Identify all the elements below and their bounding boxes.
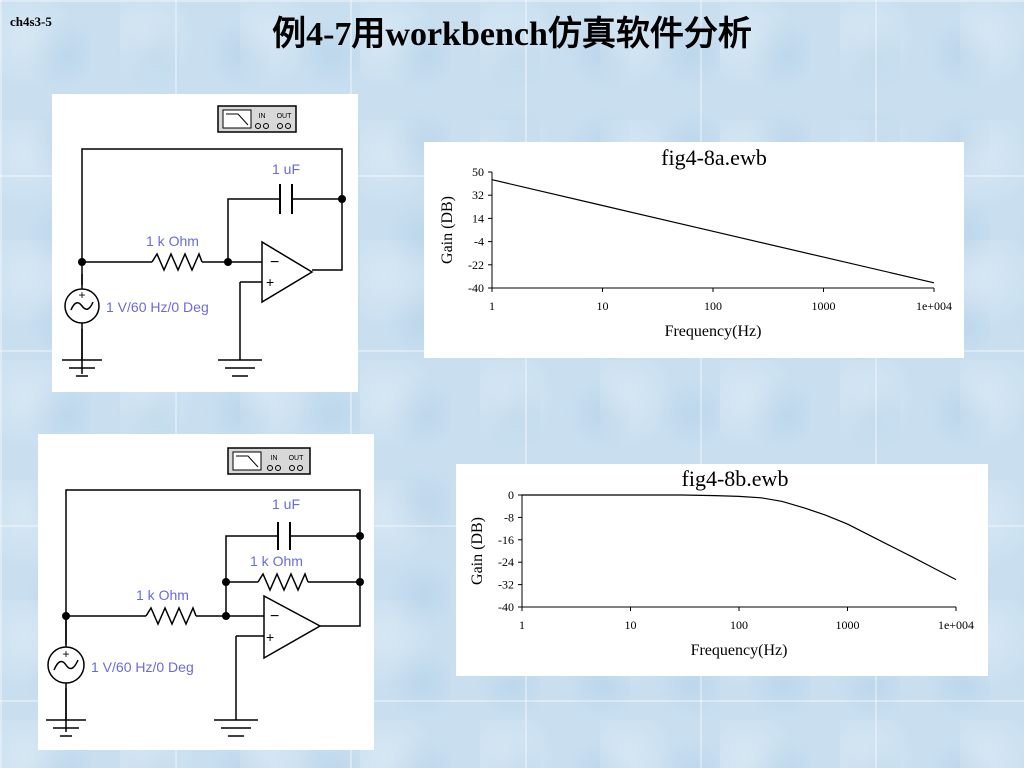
junction-b-1 <box>62 612 70 620</box>
opamp-a-plus: + <box>266 274 274 290</box>
source-b-plus: + <box>62 647 69 661</box>
chart-b-x-tick-label: 1 <box>519 618 525 632</box>
chart-b-y-tick-label: 0 <box>508 488 514 502</box>
circuit-b-schematic: + − + 1 uF 1 k Ohm 1 k Ohm 1 V/60 Hz/0 D… <box>44 447 364 737</box>
chart-a-y-tick-label: 14 <box>472 211 484 225</box>
opamp-b-minus: − <box>270 608 279 625</box>
chart-b-y-tick-label: -32 <box>498 578 514 592</box>
chart-b-x-tick-label: 1e+004 <box>938 618 974 632</box>
chart-a-y-tick-label: -22 <box>468 258 484 272</box>
source-a-plus: + <box>78 288 85 302</box>
slide-title: 例4-7用workbench仿真软件分析 <box>272 16 752 53</box>
chart-a-x-tick-label: 1e+004 <box>916 299 952 313</box>
bode-chart-a-panel: fig4-8a.ewb 50 32 14 -4 -22 -40 1 10 100 1000 1e+00… <box>424 142 964 358</box>
circuit-a-panel: + − + 1 uF 1 k Ohm 1 V/60 Hz/0 Deg IN OU… <box>52 94 358 392</box>
chart-b-y-tick-label: -40 <box>498 600 514 614</box>
bode-plotter-b-icon: IN OUT <box>227 447 311 475</box>
bode-plotter-a-icon: IN OUT <box>217 105 297 133</box>
junction-a-1 <box>78 258 86 266</box>
chart-a-x-tick-label: 1000 <box>812 299 836 313</box>
chart-a-x-tick-label: 100 <box>704 299 722 313</box>
circuit-b-panel: + − + 1 uF 1 k Ohm 1 k Ohm 1 V/60 Hz/0 D… <box>38 434 374 750</box>
chart-a-x-tick-label: 1 <box>489 299 495 313</box>
junction-b-4 <box>356 532 364 540</box>
junction-b-3 <box>222 578 230 586</box>
junction-a-2 <box>224 258 232 266</box>
chart-b-x-tick-label: 1000 <box>836 618 860 632</box>
chart-a-y-tick-label: -40 <box>468 281 484 295</box>
svg-text:OUT: OUT <box>277 113 293 120</box>
capacitor-b-label: 1 uF <box>272 496 300 512</box>
slide-id: ch4s3-5 <box>10 14 52 29</box>
capacitor-a-label: 1 uF <box>272 161 300 177</box>
junction-b-5 <box>356 578 364 586</box>
chart-a-y-axis-label: Gain (DB) <box>439 196 456 264</box>
chart-b-x-axis-label: Frequency(Hz) <box>691 642 788 659</box>
opamp-b-plus: + <box>266 629 274 645</box>
circuit-a-schematic: + − + 1 uF 1 k Ohm 1 V/60 Hz/0 Deg IN OU… <box>61 105 346 377</box>
chart-b-y-tick-label: -16 <box>498 533 514 547</box>
chart-a-title: fig4-8a.ewb <box>661 145 767 170</box>
chart-b-x-tick-label: 100 <box>730 618 748 632</box>
input-resistor-b-label: 1 k Ohm <box>136 587 189 603</box>
chart-b-y-tick-label: -8 <box>504 510 514 524</box>
svg-text:IN: IN <box>271 455 278 462</box>
chart-a-y-tick-label: -4 <box>474 235 484 249</box>
svg-text:OUT: OUT <box>289 455 305 462</box>
bode-chart-a: fig4-8a.ewb 50 32 14 -4 -22 -40 1 10 100 1000 1e+00… <box>439 145 952 340</box>
junction-b-2 <box>222 612 230 620</box>
svg-text:IN: IN <box>259 113 266 120</box>
resistor-a-label: 1 k Ohm <box>146 233 199 249</box>
chart-a-x-tick-label: 10 <box>597 299 609 313</box>
chart-b-gain-line <box>522 494 957 581</box>
chart-b-title: fig4-8b.ewb <box>682 466 789 491</box>
source-b-label: 1 V/60 Hz/0 Deg <box>91 659 194 675</box>
chart-a-gain-line <box>491 179 935 284</box>
chart-b-y-tick-label: -24 <box>498 555 514 569</box>
bode-chart-b-panel: fig4-8b.ewb 0 -8 -16 -24 -32 -40 1 10 100 1000 1e+0… <box>456 464 988 676</box>
chart-a-y-tick-label: 32 <box>472 188 484 202</box>
chart-b-y-axis-label: Gain (DB) <box>469 517 486 585</box>
chart-b-x-tick-label: 10 <box>625 618 637 632</box>
chart-a-y-tick-label: 50 <box>472 165 484 179</box>
chart-a-x-axis-label: Frequency(Hz) <box>665 323 762 340</box>
bode-chart-b: fig4-8b.ewb 0 -8 -16 -24 -32 -40 1 10 100 1000 1e+0… <box>469 466 974 659</box>
feedback-resistor-b-label: 1 k Ohm <box>250 553 303 569</box>
source-a-label: 1 V/60 Hz/0 Deg <box>106 299 209 315</box>
junction-a-3 <box>338 195 346 203</box>
opamp-a-minus: − <box>270 254 279 271</box>
